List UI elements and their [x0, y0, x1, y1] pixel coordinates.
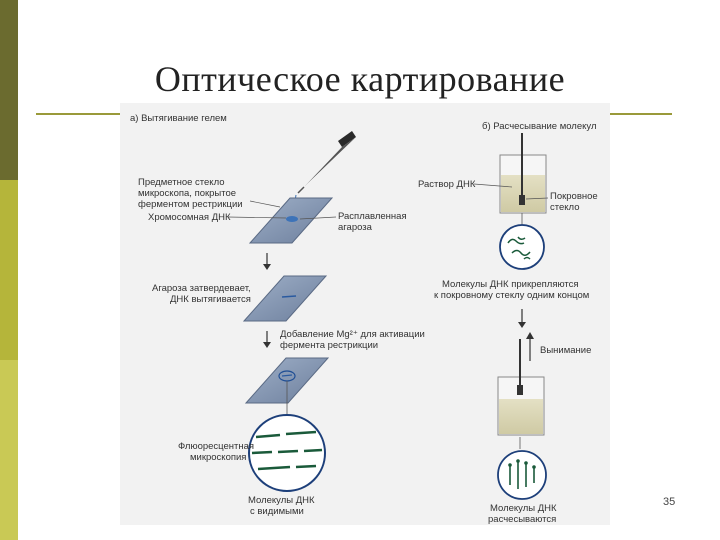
label-agarose-line2: агароза — [338, 222, 373, 233]
label-comb-line2: расчесываются — [488, 514, 556, 525]
pointer-line — [473, 183, 513, 188]
label-slide-line1: Предметное стекло — [138, 177, 225, 188]
label-mol-line2: с видимыми — [250, 506, 304, 517]
page-number: 35 — [663, 496, 676, 508]
fluorescence-view — [248, 414, 326, 492]
label-chrom-dna: Хромосомная ДНК — [148, 212, 231, 223]
cut-dna — [281, 374, 293, 377]
label-fluor-line1: Флюоресцентная — [178, 441, 254, 452]
label-mg-line1: Добавление Mg²⁺ для активации — [280, 329, 425, 340]
label-harden-line1: Агароза затвердевает, — [152, 283, 251, 294]
beaker-1 — [499, 133, 547, 214]
agarose-drop — [286, 216, 298, 222]
label-cover-line2: стекло — [550, 202, 579, 213]
sidebar-stripe-light — [0, 180, 18, 360]
optical-mapping-figure: а) Вытягивание гелем Предметное стекло м… — [120, 103, 610, 525]
label-mg-line2: фермента рестрикции — [280, 340, 378, 351]
label-cover-line1: Покровное — [550, 191, 598, 202]
label-agarose-line1: Расплавленная — [338, 211, 407, 222]
sidebar-stripe-dark — [0, 0, 18, 180]
label-slide-line2: микроскопа, покрытое — [138, 188, 236, 199]
beaker-2 — [497, 339, 545, 436]
label-pull: Вынимание — [540, 345, 591, 356]
microscope-slide-2 — [242, 275, 328, 322]
combed-molecules-view — [497, 450, 547, 500]
label-attach-line2: к покровному стеклу одним концом — [434, 290, 589, 301]
pointer-line — [249, 200, 281, 208]
label-mol-line1: Молекулы ДНК — [248, 495, 315, 506]
sidebar-stripe — [0, 0, 18, 540]
pipette-icon — [294, 131, 356, 202]
pointer-line — [299, 216, 337, 220]
title-rule-right — [610, 113, 672, 115]
title-rule-left — [36, 113, 120, 115]
panel-b-title: б) Расчесывание молекул — [482, 121, 596, 132]
slide-title: Оптическое картирование — [154, 59, 566, 99]
label-fluor-line2: микроскопия — [190, 452, 246, 463]
down-arrow-icon — [263, 253, 271, 270]
stretched-dna — [281, 295, 297, 298]
sidebar-stripe-lighter — [0, 360, 18, 540]
label-harden-line2: ДНК вытягивается — [170, 294, 251, 305]
down-arrow-icon — [518, 309, 526, 328]
figure-drawing: а) Вытягивание гелем Предметное стекло м… — [130, 113, 598, 525]
up-arrow-icon — [526, 332, 534, 361]
label-comb-line1: Молекулы ДНК — [490, 503, 557, 514]
attached-molecules-view — [499, 224, 545, 270]
label-attach-line1: Молекулы ДНК прикрепляются — [442, 279, 579, 290]
pointer-line — [227, 216, 287, 219]
label-dna-solution: Раствор ДНК — [418, 179, 476, 190]
down-arrow-icon — [263, 331, 271, 348]
panel-a-title: а) Вытягивание гелем — [130, 113, 227, 124]
pointer-line — [525, 197, 549, 200]
label-slide-line3: ферментом рестрикции — [138, 199, 243, 210]
